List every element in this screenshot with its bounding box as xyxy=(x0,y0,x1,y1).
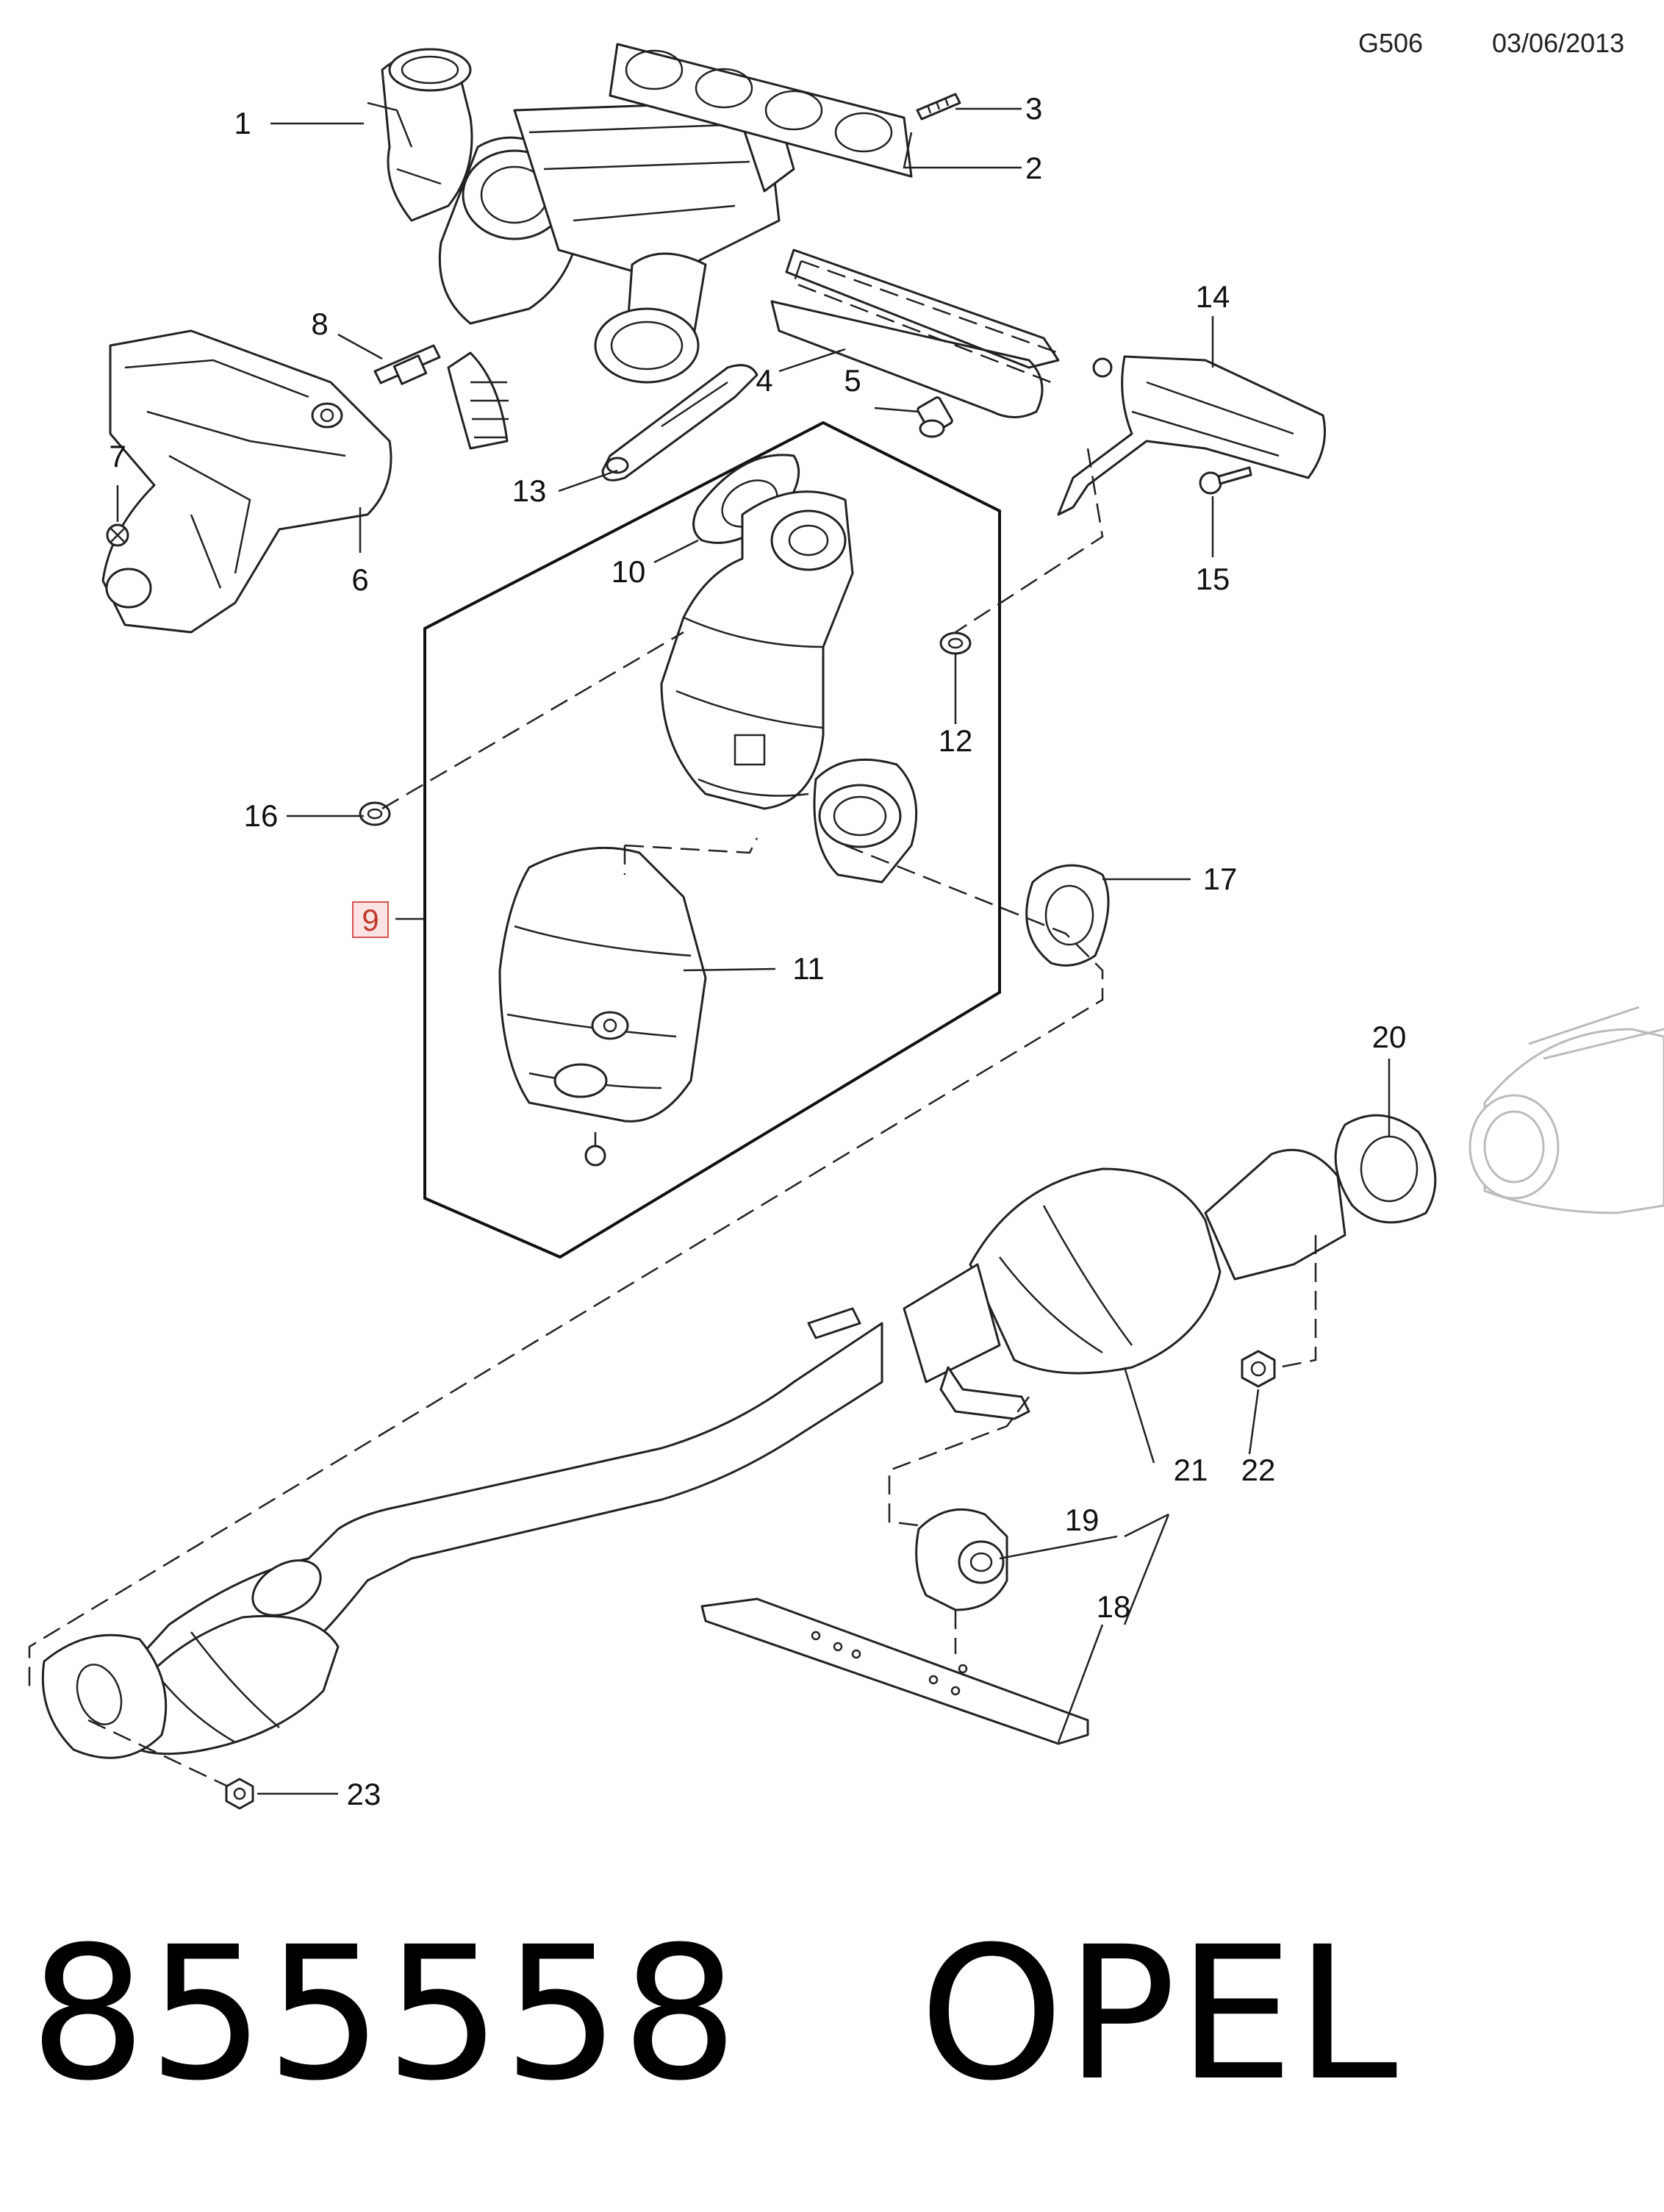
callout-19[interactable]: 19 xyxy=(1065,1503,1100,1537)
callout-7[interactable]: 7 xyxy=(109,439,126,473)
bolt-part[interactable] xyxy=(917,396,953,438)
diagram-date: 03/06/2013 xyxy=(1492,28,1625,58)
callout-5[interactable]: 5 xyxy=(844,363,861,398)
kit-frame xyxy=(423,420,1001,1259)
catalytic-converter-part[interactable] xyxy=(660,490,918,884)
callout-3[interactable]: 3 xyxy=(1025,91,1042,126)
flange-gasket-20-part[interactable] xyxy=(1334,1114,1437,1224)
manifold-gasket-part[interactable] xyxy=(609,43,913,178)
callout-13[interactable]: 13 xyxy=(512,473,547,508)
callout-16[interactable]: 16 xyxy=(244,798,279,833)
callout-20[interactable]: 20 xyxy=(1372,1020,1407,1054)
heat-shield-bolt-part[interactable] xyxy=(584,1132,606,1167)
turbo-gasket-part[interactable] xyxy=(770,300,1044,418)
bolt-15-part[interactable] xyxy=(1199,466,1252,495)
diagram-code: G506 xyxy=(1358,28,1424,58)
stud-part[interactable] xyxy=(916,93,961,121)
rubber-mount-part[interactable] xyxy=(915,1508,1008,1611)
footer-caption: 855558 OPEL xyxy=(29,1922,1399,2106)
part-number: 855558 xyxy=(29,1907,740,2121)
callout-17[interactable]: 17 xyxy=(1203,862,1238,896)
callout-1[interactable]: 1 xyxy=(234,106,251,140)
heat-shield-gasket-part[interactable] xyxy=(785,248,1060,369)
stud-8-part[interactable] xyxy=(373,344,441,385)
callout-6[interactable]: 6 xyxy=(351,562,368,597)
callout-2[interactable]: 2 xyxy=(1025,151,1042,185)
callout-10[interactable]: 10 xyxy=(612,554,646,589)
callout-23[interactable]: 23 xyxy=(347,1777,381,1811)
callout-21[interactable]: 21 xyxy=(1174,1453,1208,1487)
front-exhaust-pipe-part[interactable] xyxy=(41,1148,1346,1759)
exhaust-manifold-part[interactable] xyxy=(101,329,392,634)
nut-23-part[interactable] xyxy=(225,1778,254,1810)
brand-name: OPEL xyxy=(919,1907,1399,2121)
bolt-7-part[interactable] xyxy=(106,523,129,547)
callout-9[interactable]: 9 xyxy=(362,903,379,937)
flange-gasket-17-part[interactable] xyxy=(1025,864,1110,967)
leader-lines xyxy=(116,107,1391,1795)
heat-shield-part[interactable] xyxy=(498,846,707,1123)
callout-18[interactable]: 18 xyxy=(1097,1589,1131,1624)
callout-12[interactable]: 12 xyxy=(939,723,973,758)
callout-11[interactable]: 11 xyxy=(792,951,825,986)
callout-labels: 1 2 3 4 5 6 7 8 9 10 11 12 13 14 15 16 1… xyxy=(109,91,1406,1811)
assembly-dashed-lines xyxy=(28,260,1317,1788)
callout-15[interactable]: 15 xyxy=(1196,562,1230,596)
nut-22-part[interactable] xyxy=(1241,1350,1276,1388)
callout-14[interactable]: 14 xyxy=(1196,279,1230,314)
callout-8[interactable]: 8 xyxy=(311,307,328,341)
callout-4[interactable]: 4 xyxy=(756,363,772,398)
callout-22[interactable]: 22 xyxy=(1241,1453,1276,1487)
clamp-part[interactable] xyxy=(601,364,759,482)
callout-9-highlight xyxy=(352,901,389,938)
nut-12-part[interactable] xyxy=(939,631,972,655)
support-bracket-part[interactable] xyxy=(700,1597,1089,1745)
heat-shield-bracket-part[interactable] xyxy=(1057,355,1326,516)
rear-exhaust-part xyxy=(1468,1006,1664,1214)
